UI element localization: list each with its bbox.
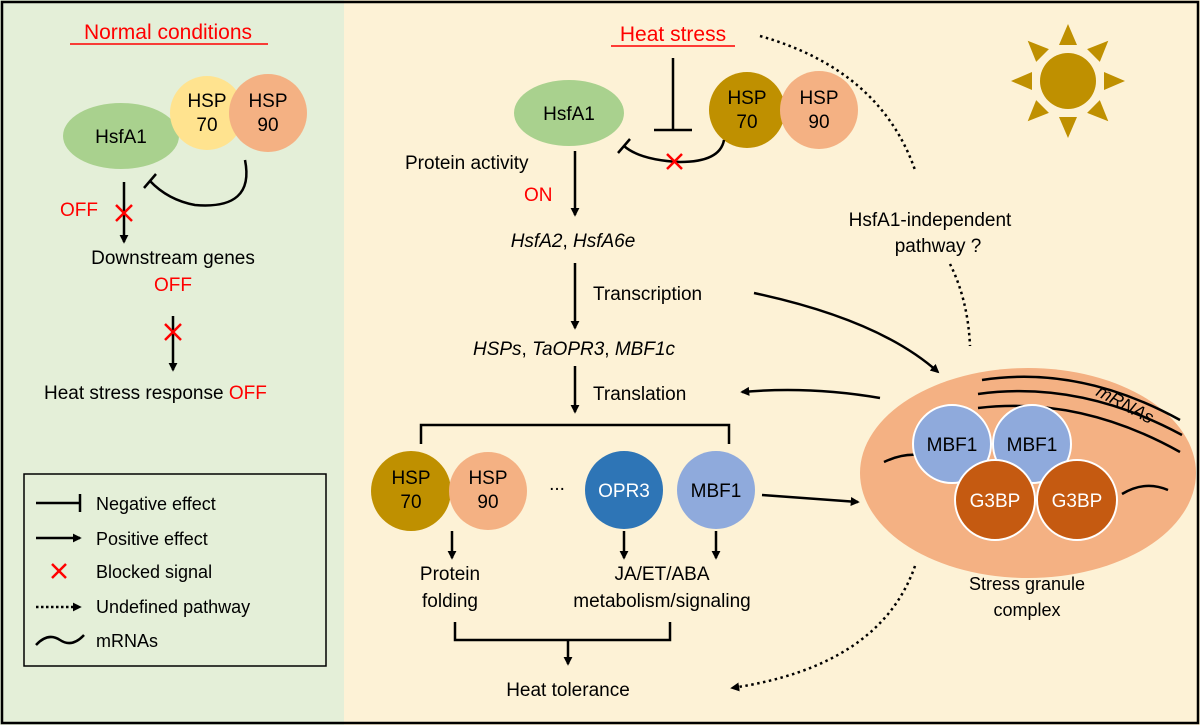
granule-label-line1: Stress granule <box>969 574 1085 594</box>
normal-downstream-label: Downstream genes <box>91 248 255 269</box>
normal-off-label-1: OFF <box>60 200 98 221</box>
on-label: ON <box>524 185 553 206</box>
normal-hsfa1-node <box>63 103 179 169</box>
transcription-label: Transcription <box>593 284 702 305</box>
granule-g3bp-a-node <box>954 459 1036 541</box>
opr3-node <box>585 451 663 529</box>
heat-hsp90b-line1: HSP <box>468 468 507 489</box>
granule-mbf1-a-label: MBF1 <box>927 435 978 456</box>
heat-blocked-cross-icon <box>666 153 683 170</box>
legend-inhibit-icon <box>36 494 82 512</box>
folding-line2: folding <box>422 591 478 612</box>
normal-blocked-cross-icon <box>115 204 133 222</box>
normal-hsp70-line1: HSP <box>187 91 226 112</box>
legend-wave-icon <box>35 634 85 646</box>
tolerance-label: Heat tolerance <box>506 680 630 701</box>
independent-line2: pathway ? <box>895 236 982 257</box>
granule-g3bp-b-node <box>1036 459 1118 541</box>
normal-hsp70-line2: 70 <box>196 115 217 136</box>
granule-g3bp-b-label: G3BP <box>1052 491 1103 512</box>
legend-label-undefined: Undefined pathway <box>96 597 250 617</box>
legend-box <box>23 473 327 667</box>
heat-hsfa1-label: HsfA1 <box>543 104 595 125</box>
normal-hsp70-node <box>170 76 244 150</box>
mbf1-node <box>677 451 755 529</box>
heat-hsp90-node <box>780 71 858 149</box>
independent-line1: HsfA1-independent <box>849 210 1012 231</box>
granule-g3bp-a-label: G3BP <box>970 491 1021 512</box>
normal-blocked-cross-icon-2 <box>164 323 182 341</box>
arrow-mbf1-to-granule <box>761 493 860 506</box>
legend-cross-icon <box>51 563 67 579</box>
normal-off-label-2: OFF <box>154 275 192 296</box>
legend-label-negative: Negative effect <box>96 494 216 514</box>
normal-hsp90-line1: HSP <box>248 91 287 112</box>
folding-line1: Protein <box>420 564 480 585</box>
legend-label-mrnas: mRNAs <box>96 631 158 651</box>
heat-hsp70b-line2: 70 <box>400 492 421 513</box>
genes-hsfa2-label: HsfA2, HsfA6e <box>511 231 636 252</box>
heat-hsp70-line2: 70 <box>736 112 757 133</box>
normal-inhibition-bar <box>143 173 157 189</box>
normal-hsfa1-label: HsfA1 <box>95 127 147 148</box>
normal-hsp90-node <box>229 74 307 152</box>
sun-icon <box>1011 24 1125 138</box>
opr3-label: OPR3 <box>598 481 650 502</box>
heat-hsp-inhibition-curve <box>623 139 726 164</box>
heat-hsp90-line1: HSP <box>799 88 838 109</box>
metab-line1: JA/ET/ABA <box>614 564 709 585</box>
heat-hsp70-node <box>709 72 785 148</box>
normal-title: Normal conditions <box>84 21 252 44</box>
heat-hsfa1-node <box>514 80 624 146</box>
ellipsis-label: ... <box>549 474 565 495</box>
heat-hsp-inhibition-bar <box>617 138 631 154</box>
legend-label-blocked: Blocked signal <box>96 562 212 582</box>
dotted-independent-to-granule <box>948 263 972 347</box>
dotted-sun-to-independent <box>759 34 917 171</box>
tolerance-bracket <box>453 622 672 642</box>
mbf1-label: MBF1 <box>691 481 742 502</box>
protein-bracket <box>419 423 731 444</box>
normal-response-label: Heat stress response OFF <box>44 383 267 404</box>
heat-title: Heat stress <box>620 23 726 46</box>
heat-hsp90b-node <box>449 452 527 530</box>
arrow-granule-to-translation <box>740 386 881 400</box>
heat-hsp90-line2: 90 <box>808 112 829 133</box>
heat-hsp90b-line2: 90 <box>477 492 498 513</box>
translation-label: Translation <box>593 384 686 405</box>
granule-label-line2: complex <box>993 600 1060 620</box>
normal-hsp90-line2: 90 <box>257 115 278 136</box>
arrow-transcription-to-granule <box>753 291 940 374</box>
normal-inhibition-curve <box>149 159 248 207</box>
granule-mbf1-a-node <box>912 404 992 484</box>
heat-hsp70b-line1: HSP <box>391 468 430 489</box>
legend-label-positive: Positive effect <box>96 529 208 549</box>
genes-hsps-label: HSPs, TaOPR3, MBF1c <box>473 339 676 360</box>
metab-line2: metabolism/signaling <box>573 591 750 612</box>
granule-mbf1-b-label: MBF1 <box>1007 435 1058 456</box>
protein-activity-label: Protein activity <box>405 153 529 174</box>
dotted-granule-to-tolerance <box>730 565 917 692</box>
heat-hsp70-line1: HSP <box>727 88 766 109</box>
heat-hsp70b-node <box>371 451 451 531</box>
